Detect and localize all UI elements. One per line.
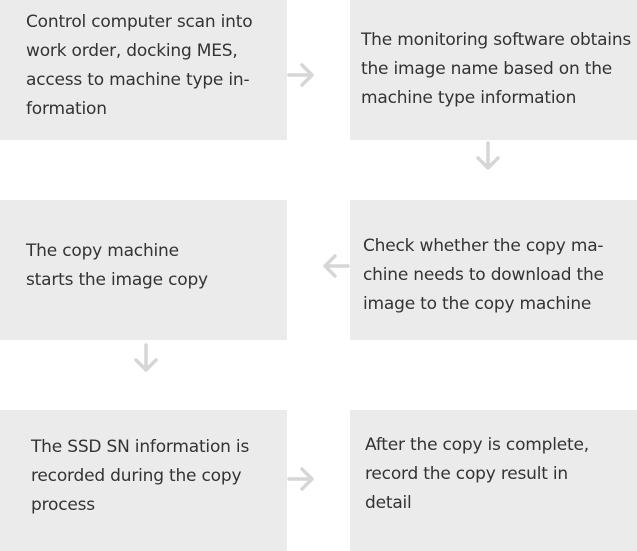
step-1-text: Control computer scan into work order, d… (26, 12, 253, 119)
step-1-box: Control computer scan into work order, d… (0, 0, 287, 140)
step-2-text: The monitoring software obtains the imag… (361, 30, 632, 108)
step-5-box: The SSD SN information is recorded durin… (0, 410, 287, 551)
arrow-down-icon (471, 140, 505, 174)
step-3-box: Check whether the copy ma- chine needs t… (350, 200, 637, 340)
step-4-text: The copy machine starts the image copy (26, 241, 208, 290)
step-6-text: After the copy is complete, record the c… (365, 435, 589, 513)
step-2-box: The monitoring software obtains the imag… (350, 0, 637, 140)
arrow-right-icon (285, 462, 319, 496)
step-5-text: The SSD SN information is recorded durin… (31, 437, 250, 515)
step-6-box: After the copy is complete, record the c… (350, 410, 637, 551)
step-4-box: The copy machine starts the image copy (0, 200, 287, 340)
arrow-down-icon (129, 342, 163, 376)
step-3-text: Check whether the copy ma- chine needs t… (363, 236, 604, 314)
arrow-left-icon (318, 249, 352, 283)
arrow-right-icon (285, 58, 319, 92)
